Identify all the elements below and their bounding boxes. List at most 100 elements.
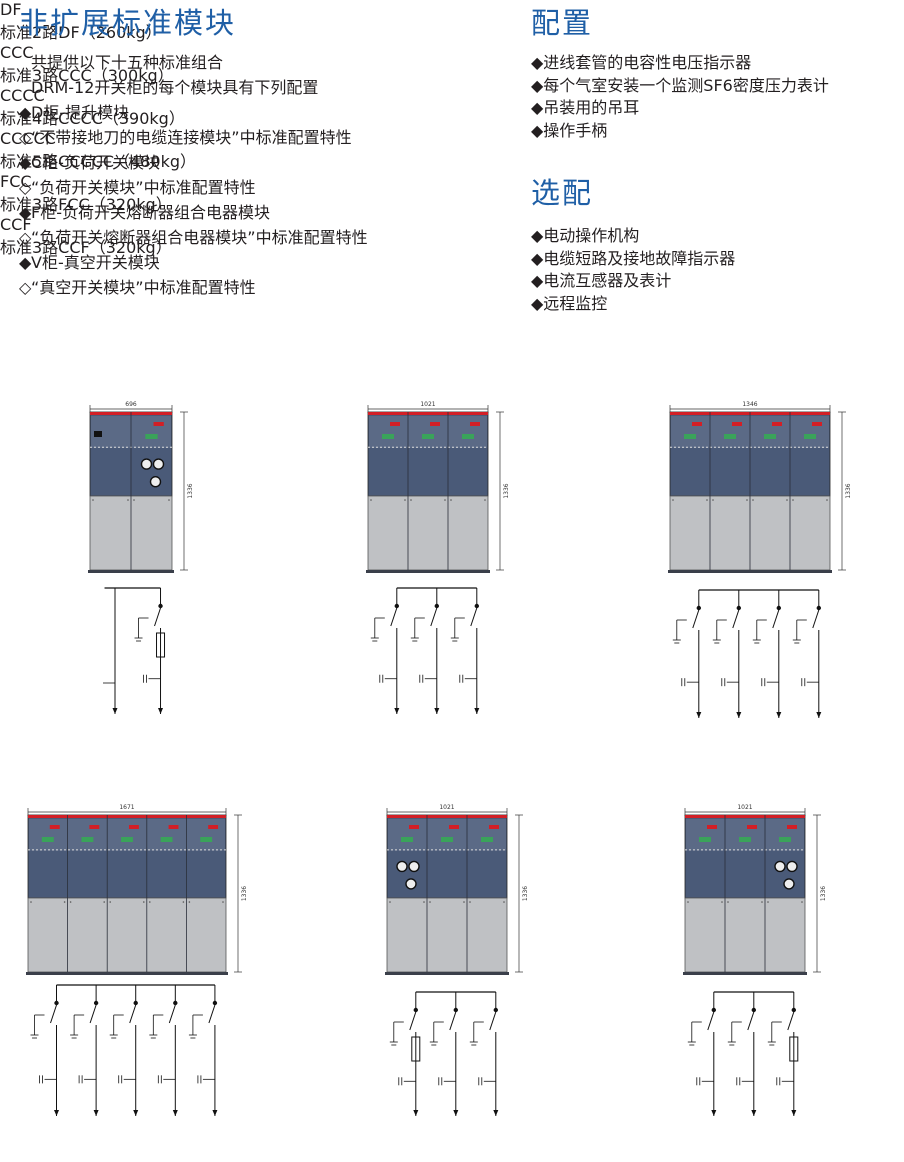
cabinet-lower [27,897,227,973]
cable-arrow [696,712,702,718]
indicator [684,434,696,439]
panel-caption: 标准3路FCC（320kg） [0,195,172,214]
cable-arrow [791,1110,797,1116]
mimic-marker [787,825,797,829]
cable-arrow [711,1110,717,1116]
switch-blade [692,609,700,629]
indicator [739,837,751,842]
cable-arrow [394,708,400,714]
mimic-marker [732,422,742,426]
panel-title: FCC [0,172,32,191]
cable-arrow [493,1110,499,1116]
cable-arrow [172,1110,178,1116]
left-line: ◇“负荷开关熔断器组合电器模块”中标准配置特性 [19,228,368,247]
knob [396,860,408,873]
width-label: 1346 [742,401,757,408]
cable-arrow [54,1110,60,1116]
cabinet-base [683,972,807,975]
mimic-marker [747,825,757,829]
knob [152,458,165,470]
cabinet-base [26,972,228,975]
switch-blade [787,1011,795,1031]
options-item: ◆远程监控 [531,293,608,313]
options-title: 选配 [531,176,594,210]
options-item: ◆电动操作机构 [531,226,640,245]
panel-title: DF [0,0,22,19]
cable-arrow [434,708,440,714]
config-item: ◆操作手柄 [531,120,608,140]
mimic-marker [449,825,459,829]
mimic-marker [707,825,717,829]
left-line: ◆D柜-提升模块 [19,103,130,122]
busbar-strip [368,412,488,415]
knob [405,878,417,890]
knob [408,860,420,873]
mimic-marker [409,825,419,829]
indicator [804,434,816,439]
cabinet-base [366,570,490,573]
switch-blade [430,607,438,627]
left-title: 非扩展标准模块 [19,6,237,40]
indicator [94,431,102,437]
switch-blade [168,1004,176,1024]
cable-arrow [133,1110,139,1116]
switch-blade [129,1004,137,1024]
options-item: ◆电流互感器及表计 [531,271,672,290]
mimic-marker [390,422,400,426]
mimic-marker [89,825,100,829]
left-text: 共提供以下十五种标准组合 DRM-12开关柜的每个模块具有下列配置 ◆D柜-提升… [19,50,368,300]
cable-arrow [93,1110,99,1116]
config-list: ◆进线套管的电容性电压指示器 ◆每个气室安装一个监测SF6密度压力表计 ◆吊装用… [531,52,829,142]
switch-blade [89,1004,97,1024]
mimic-marker [772,422,782,426]
switch-blade [409,1011,417,1031]
cable-arrow [751,1110,757,1116]
mimic-marker [430,422,440,426]
busbar-strip [28,815,226,818]
height-label: 1336 [522,886,529,901]
knob [140,458,153,470]
panel-caption: 标准3路CCC（300kg） [0,66,174,85]
indicator [764,434,776,439]
width-label: 1021 [439,804,454,811]
cabinet-lower [684,897,806,973]
knob [786,860,798,873]
cable-arrow [776,712,782,718]
indicator [81,837,94,842]
indicator [382,434,394,439]
mimic-marker [49,825,60,829]
switch-blade [154,607,161,627]
knob [783,878,795,890]
width-label: 1021 [420,401,435,408]
config-item: ◆吊装用的吊耳 [531,98,640,117]
height-label: 1336 [820,886,827,901]
indicator [145,434,158,439]
cabinet-lower [367,495,489,571]
knob [774,860,786,873]
mimic-marker [692,422,702,426]
indicator [699,837,711,842]
height-label: 1336 [503,483,510,498]
indicator [121,837,133,842]
left-line: DRM-12开关柜的每个模块具有下列配置 [31,78,319,97]
cabinet-base [385,972,509,975]
left-line: ◇“不带接地刀的电缆连接模块”中标准配置特性 [19,128,352,147]
config-item: ◆每个气室安装一个监测SF6密度压力表计 [531,75,829,95]
switch-blade [390,607,398,627]
left-line: ◆V柜-真空开关模块 [19,253,160,272]
busbar-strip [685,815,805,818]
mimic-marker [489,825,499,829]
panel-caption: 标准2路DF（260kg） [0,23,162,42]
height-label: 1336 [845,483,852,498]
panel-title: CCF [0,215,32,234]
switch-blade [707,1011,715,1031]
options-list: ◆电动操作机构 ◆电缆短路及接地故障指示器 ◆电流互感器及表计 ◆远程监控 [531,225,735,315]
config-title: 配置 [531,6,594,40]
switch-blade [470,607,478,627]
indicator [441,837,453,842]
panel-caption: 标准5路CCCCC（480kg） [0,152,197,171]
cable-arrow [158,708,164,714]
